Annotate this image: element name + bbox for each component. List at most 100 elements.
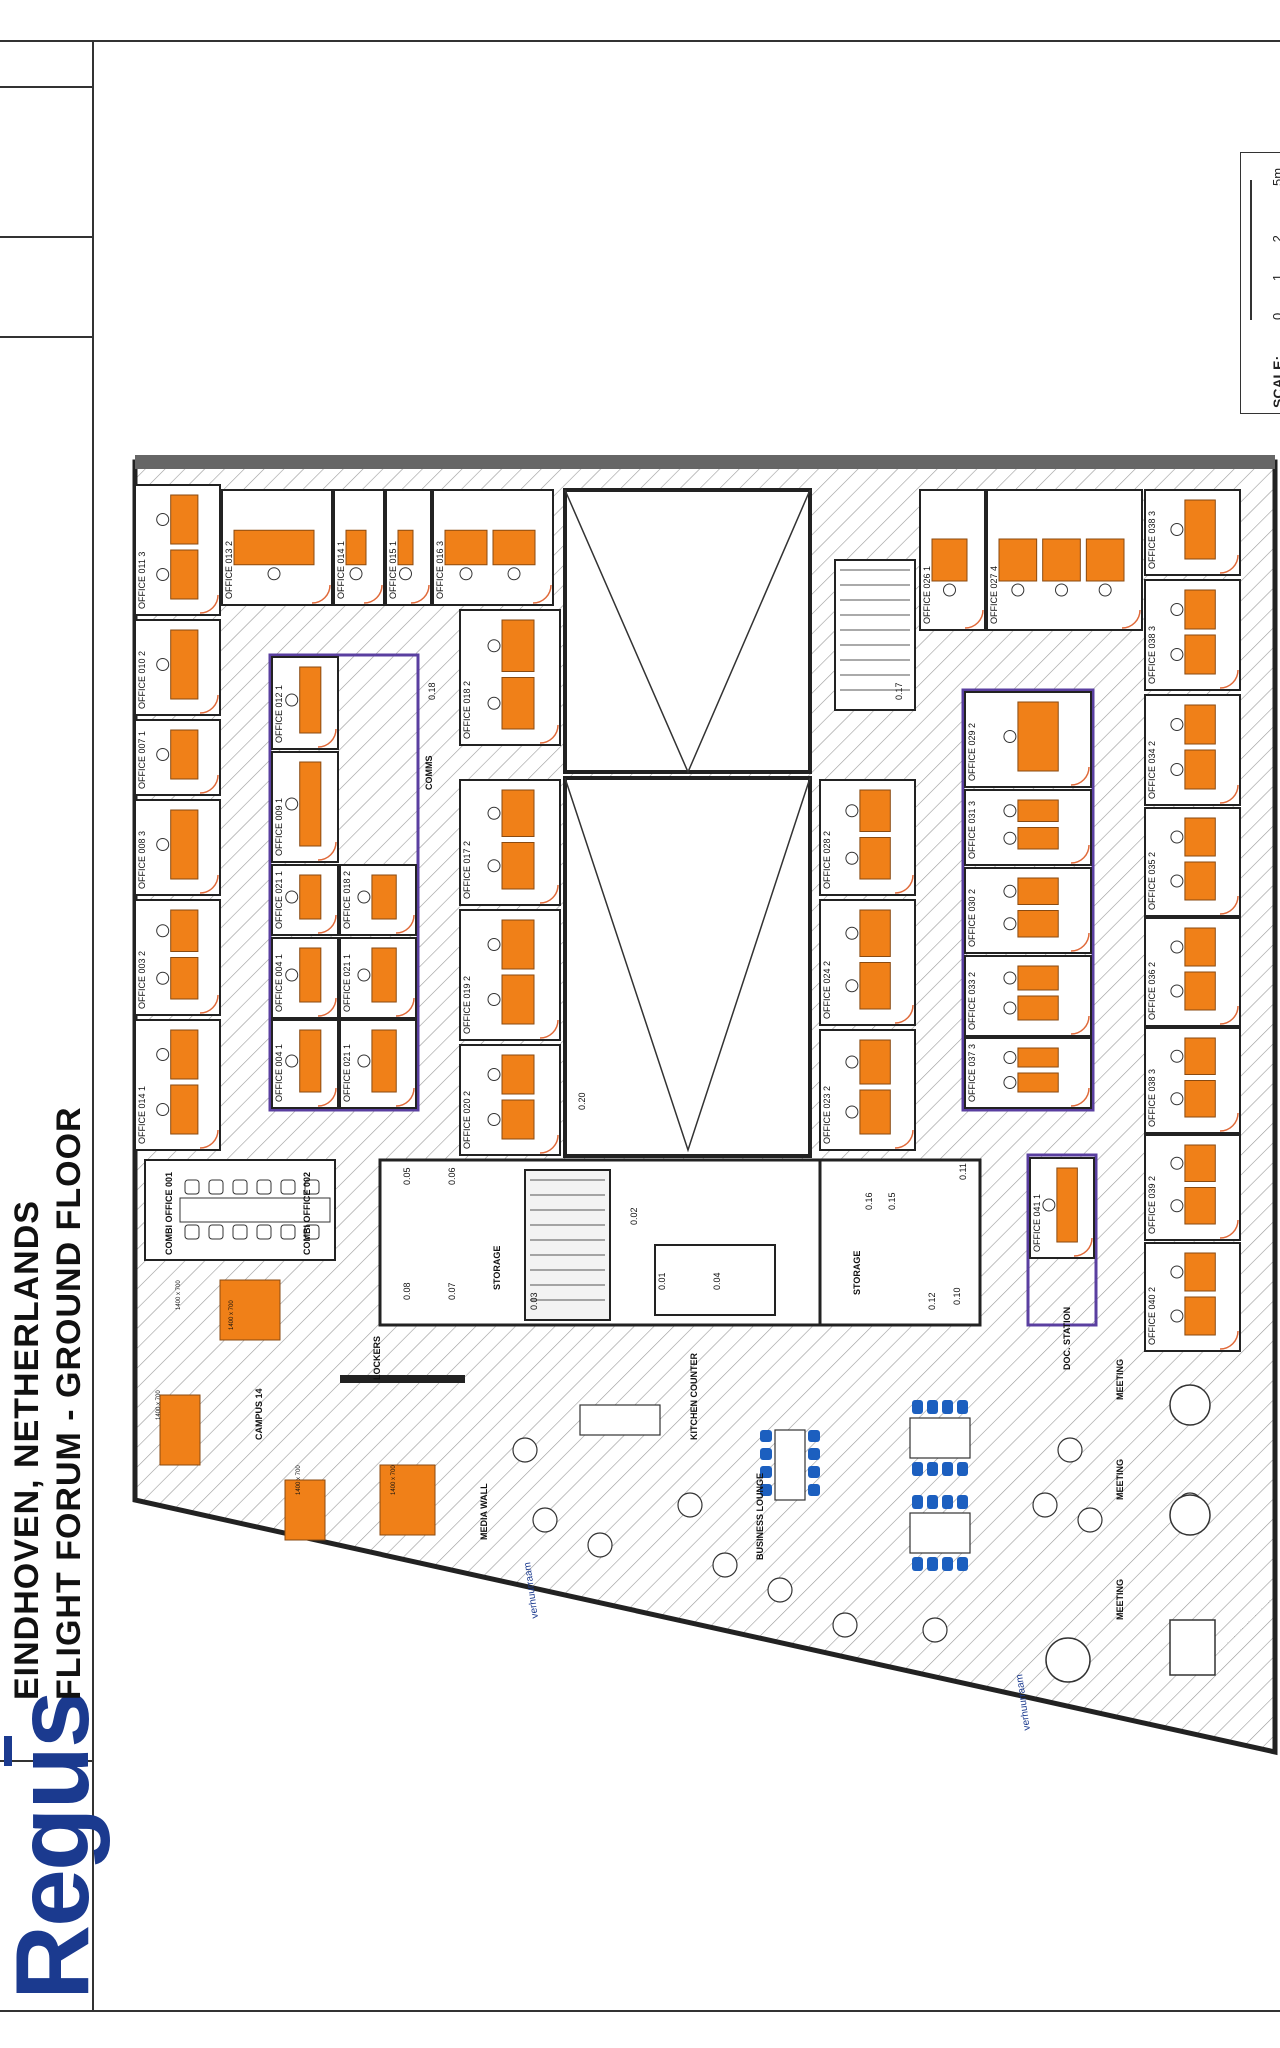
door-swing <box>199 594 219 614</box>
chair-icon <box>845 804 859 818</box>
desk <box>1184 971 1216 1011</box>
chair-icon <box>487 938 501 951</box>
chair-icon <box>1003 1051 1017 1064</box>
office-room: OFFICE 021 1 <box>339 937 417 1019</box>
lift-core <box>654 1244 776 1316</box>
chair-icon <box>1170 984 1184 998</box>
desk <box>1017 995 1059 1021</box>
room-label: STORAGE <box>492 1246 502 1290</box>
door-swing <box>199 874 219 894</box>
chair-icon <box>304 1179 320 1195</box>
room-label: KITCHEN COUNTER <box>689 1353 699 1440</box>
meeting-table <box>179 1197 331 1223</box>
spot-label: 0.12 <box>927 1292 937 1310</box>
office-room: OFFICE 030 2 <box>964 867 1092 954</box>
desk <box>1184 499 1216 560</box>
door-swing <box>311 584 331 604</box>
desk <box>1056 1167 1078 1243</box>
chair-icon <box>280 1224 296 1240</box>
office-label: OFFICE 021 1 <box>342 954 352 1012</box>
door-swing <box>395 914 415 934</box>
spot-label: 0.15 <box>887 1192 897 1210</box>
spot-label: 0.08 <box>402 1282 412 1300</box>
chair-icon <box>357 968 371 982</box>
office-room: OFFICE 029 2 <box>964 691 1092 788</box>
desk <box>371 947 397 1003</box>
room-label: BUSINESS LOUNGE <box>755 1473 765 1560</box>
meeting-table <box>1169 1619 1216 1676</box>
desk <box>931 538 968 582</box>
office-room: OFFICE 016 3 <box>432 489 554 606</box>
office-room: OFFICE 007 1 <box>134 719 221 796</box>
office-label: OFFICE 013 2 <box>224 541 234 599</box>
office-room: OFFICE 038 3 <box>1144 1027 1241 1134</box>
desk <box>1184 704 1216 745</box>
desk <box>1017 799 1059 822</box>
round-table <box>1169 1494 1211 1536</box>
kitchen-counter <box>579 1404 661 1436</box>
desk <box>501 974 535 1025</box>
chair-icon <box>487 1068 501 1081</box>
chair-icon <box>232 1179 248 1195</box>
desk <box>1017 1072 1059 1093</box>
desk <box>998 538 1038 582</box>
spot-label: 0.05 <box>402 1167 412 1185</box>
chair-icon <box>357 890 371 904</box>
blue-chair-icon <box>808 1448 820 1460</box>
chair-icon <box>1170 1092 1184 1106</box>
desk <box>859 1089 891 1135</box>
door-swing <box>1219 554 1239 574</box>
chair-icon <box>1170 874 1184 888</box>
door-swing <box>964 609 984 629</box>
office-room: OFFICE 021 1 <box>271 864 339 936</box>
door-swing <box>199 1129 219 1149</box>
desk <box>1042 538 1081 582</box>
office-label: OFFICE 004 1 <box>274 1044 284 1102</box>
office-label: OFFICE 021 1 <box>342 1044 352 1102</box>
blue-chair-icon <box>912 1557 923 1571</box>
door-swing <box>1070 1015 1090 1035</box>
chair-icon <box>1170 1309 1184 1323</box>
office-room: OFFICE 004 1 <box>271 937 339 1019</box>
office-room: OFFICE 021 1 <box>339 1019 417 1109</box>
office-label: OFFICE 038 3 <box>1147 626 1157 684</box>
chair-icon <box>156 748 170 761</box>
chair-icon <box>459 567 473 581</box>
spot-label: 0.17 <box>894 682 904 700</box>
office-room: OFFICE 004 1 <box>271 1019 339 1109</box>
office-label: OFFICE 020 2 <box>462 1091 472 1149</box>
chair-icon <box>156 658 170 671</box>
desk <box>1184 1187 1216 1225</box>
desk <box>1184 861 1216 901</box>
office-room: OFFICE 008 3 <box>134 799 221 896</box>
office-label: OFFICE 038 3 <box>1147 1069 1157 1127</box>
cluster-outline-east <box>961 688 1095 1112</box>
door-swing <box>1219 1330 1239 1350</box>
office-room: OFFICE 038 3 <box>1144 579 1241 691</box>
room-label: COMMS <box>424 756 434 791</box>
desk <box>444 529 488 566</box>
desk <box>859 909 891 957</box>
door-swing <box>1219 784 1239 804</box>
desk <box>299 947 322 1003</box>
desk <box>1184 749 1216 790</box>
chair-icon <box>1170 1156 1184 1170</box>
office-label: OFFICE 009 1 <box>274 798 284 856</box>
door-swing <box>317 1087 337 1107</box>
office-label: OFFICE 040 2 <box>1147 1287 1157 1345</box>
office-room: OFFICE 010 2 <box>134 619 221 716</box>
office-label: OFFICE 019 2 <box>462 976 472 1034</box>
door-swing <box>1070 1087 1090 1107</box>
desk <box>1184 1252 1216 1292</box>
desk <box>492 529 536 566</box>
chair-icon <box>1098 583 1112 597</box>
chair-icon <box>845 979 859 993</box>
door-swing <box>317 841 337 861</box>
chair-icon <box>1170 940 1184 954</box>
office-room: OFFICE 014 1 <box>333 489 385 606</box>
chair-icon <box>1170 648 1184 661</box>
room-label: COMBI OFFICE 002 <box>302 1172 312 1255</box>
office-label: OFFICE 010 2 <box>137 651 147 709</box>
lounge-chair-icon <box>832 1612 858 1638</box>
chair-icon <box>357 1054 371 1068</box>
